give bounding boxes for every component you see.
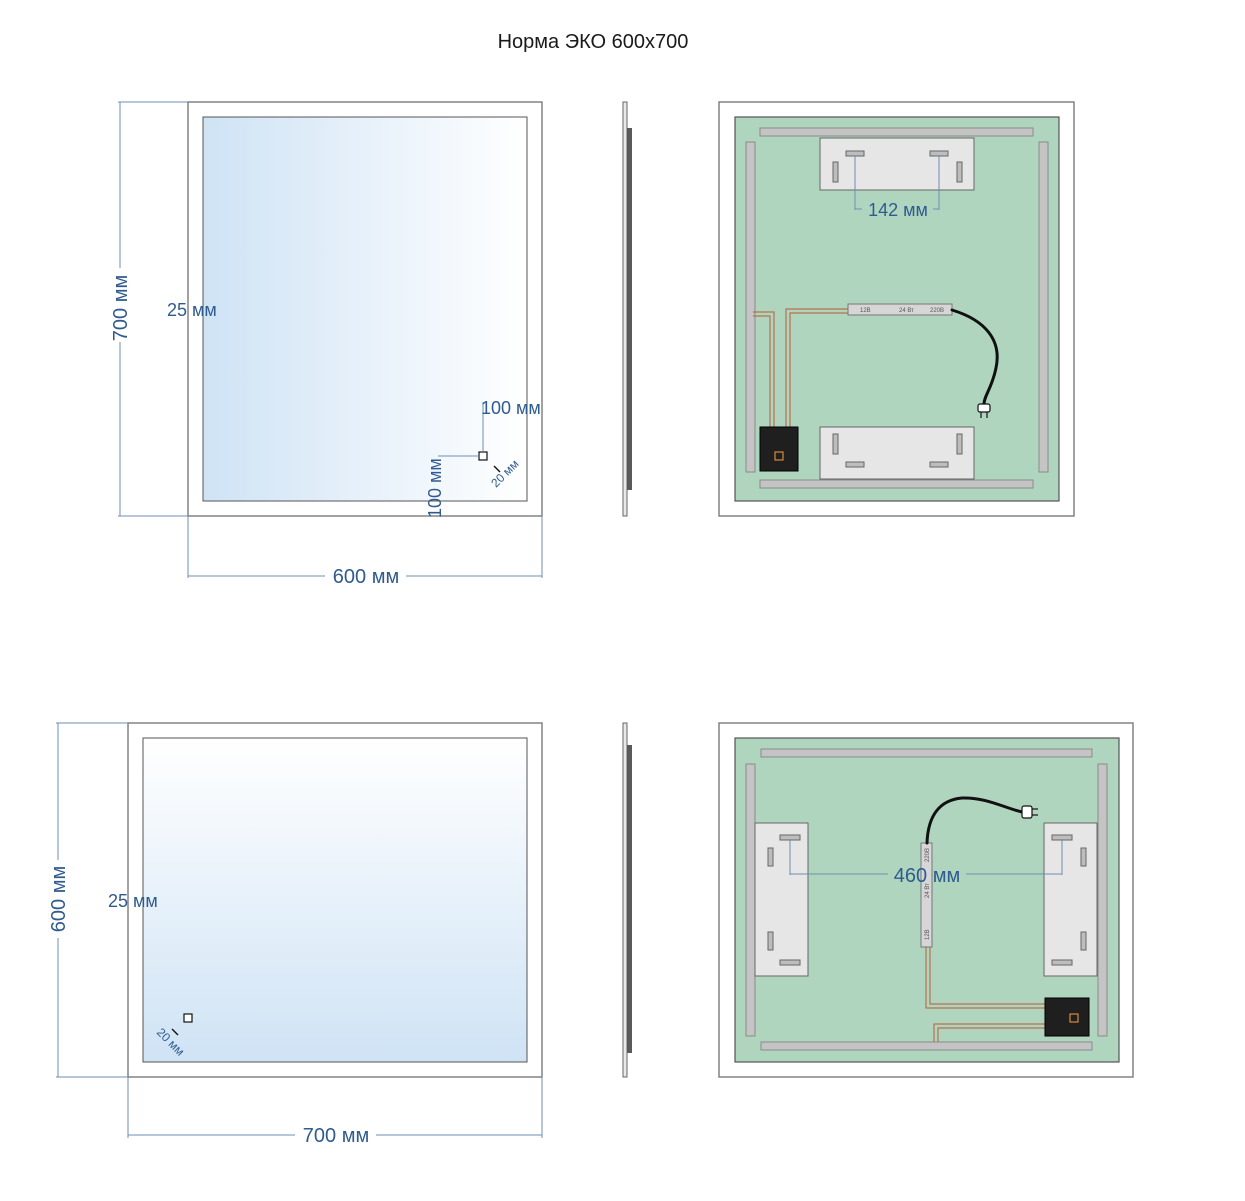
mirror-side-profile — [622, 101, 628, 517]
hanger-spacing-label: 142 мм — [868, 200, 928, 220]
mirror-glass — [202, 116, 528, 502]
touch-sensor-icon — [183, 1013, 193, 1023]
power-plug-icon — [1021, 805, 1038, 819]
hanger-slot — [1051, 834, 1073, 841]
width-label: 700 мм — [303, 1125, 369, 1147]
front-view-vertical: 100 мм 100 мм 20 мм 25 мм 700 мм 600 мм — [110, 101, 543, 588]
height-label: 700 мм — [110, 275, 132, 341]
hanger-bracket-right — [1043, 822, 1098, 977]
hanger-spacing-label: 460 мм — [894, 865, 960, 887]
hanger-slot — [832, 161, 839, 183]
hanger-slot — [929, 461, 949, 468]
hanger-slot — [767, 931, 774, 951]
driver-wire — [789, 312, 850, 430]
led-wire — [753, 311, 775, 430]
hanger-slot — [1051, 959, 1073, 966]
hanger-slot — [1080, 931, 1087, 951]
touch-sensor-icon — [478, 451, 488, 461]
hanger-slot — [767, 847, 774, 867]
led-strip-left — [745, 141, 756, 473]
driver-label-power: 24 Вт — [899, 308, 914, 314]
sensor-size-tick — [171, 1028, 179, 1036]
mirror-side-profile — [622, 722, 628, 1078]
border-width-label: 25 мм — [108, 891, 158, 911]
side-view-vertical — [622, 101, 632, 517]
led-strip-left — [745, 763, 756, 1037]
driver-wire — [929, 946, 1046, 1005]
led-strip-right — [1038, 141, 1049, 473]
driver-wire — [785, 308, 850, 430]
hanger-slot — [845, 150, 865, 157]
driver-label-220v: 220В — [930, 308, 944, 314]
hanger-slot — [956, 161, 963, 183]
back-view-horizontal: 220В 24 Вт 12В 460 мм — [718, 722, 1134, 1078]
led-strip-bottom — [759, 479, 1034, 489]
hanger-slot — [956, 433, 963, 455]
led-wire — [753, 315, 771, 430]
power-cable — [925, 796, 1024, 845]
power-plug-icon — [977, 403, 991, 418]
led-strip-right — [1097, 763, 1108, 1037]
led-profile-strip — [627, 128, 632, 490]
hanger-slot — [1080, 847, 1087, 867]
front-view-horizontal: 20 мм 25 мм 600 мм 700 мм — [48, 722, 543, 1147]
control-box — [759, 426, 799, 472]
drawing-title: Норма ЭКО 600х700 — [498, 31, 689, 53]
hanger-slot — [845, 461, 865, 468]
back-view-vertical: 142 мм 12В 24 Вт 220В — [718, 101, 1075, 517]
driver-label-power: 24 Вт — [925, 883, 931, 898]
hanger-bracket-left — [754, 822, 809, 977]
driver-label-12v: 12В — [860, 308, 871, 314]
control-box-indicator-icon — [1069, 1013, 1079, 1023]
driver-wire — [925, 946, 1046, 1009]
sensor-offset-x-label: 100 мм — [481, 398, 541, 418]
hanger-slot — [779, 834, 801, 841]
mirror-glass — [142, 737, 528, 1063]
sensor-size-tick — [493, 465, 501, 473]
led-strip-top — [759, 127, 1034, 137]
hanger-slot — [832, 433, 839, 455]
led-strip-bottom — [760, 1041, 1093, 1051]
led-profile-strip — [627, 745, 632, 1053]
hanger-slot — [929, 150, 949, 157]
control-box-indicator-icon — [774, 451, 784, 461]
hanger-slot — [779, 959, 801, 966]
driver-label-220v: 220В — [925, 848, 931, 862]
hanger-bracket-bottom — [819, 426, 975, 480]
driver-label-12v: 12В — [925, 929, 931, 940]
led-wire — [933, 1023, 1046, 1042]
sensor-offset-y-label: 100 мм — [425, 458, 445, 518]
border-width-label: 25 мм — [167, 300, 217, 320]
height-label: 600 мм — [48, 866, 70, 932]
width-label: 600 мм — [333, 566, 399, 588]
led-wire — [937, 1027, 1046, 1042]
control-box — [1044, 997, 1090, 1037]
hanger-bracket-top — [819, 137, 975, 191]
led-strip-top — [760, 748, 1093, 758]
power-cable — [950, 308, 999, 406]
side-view-horizontal — [622, 722, 632, 1078]
